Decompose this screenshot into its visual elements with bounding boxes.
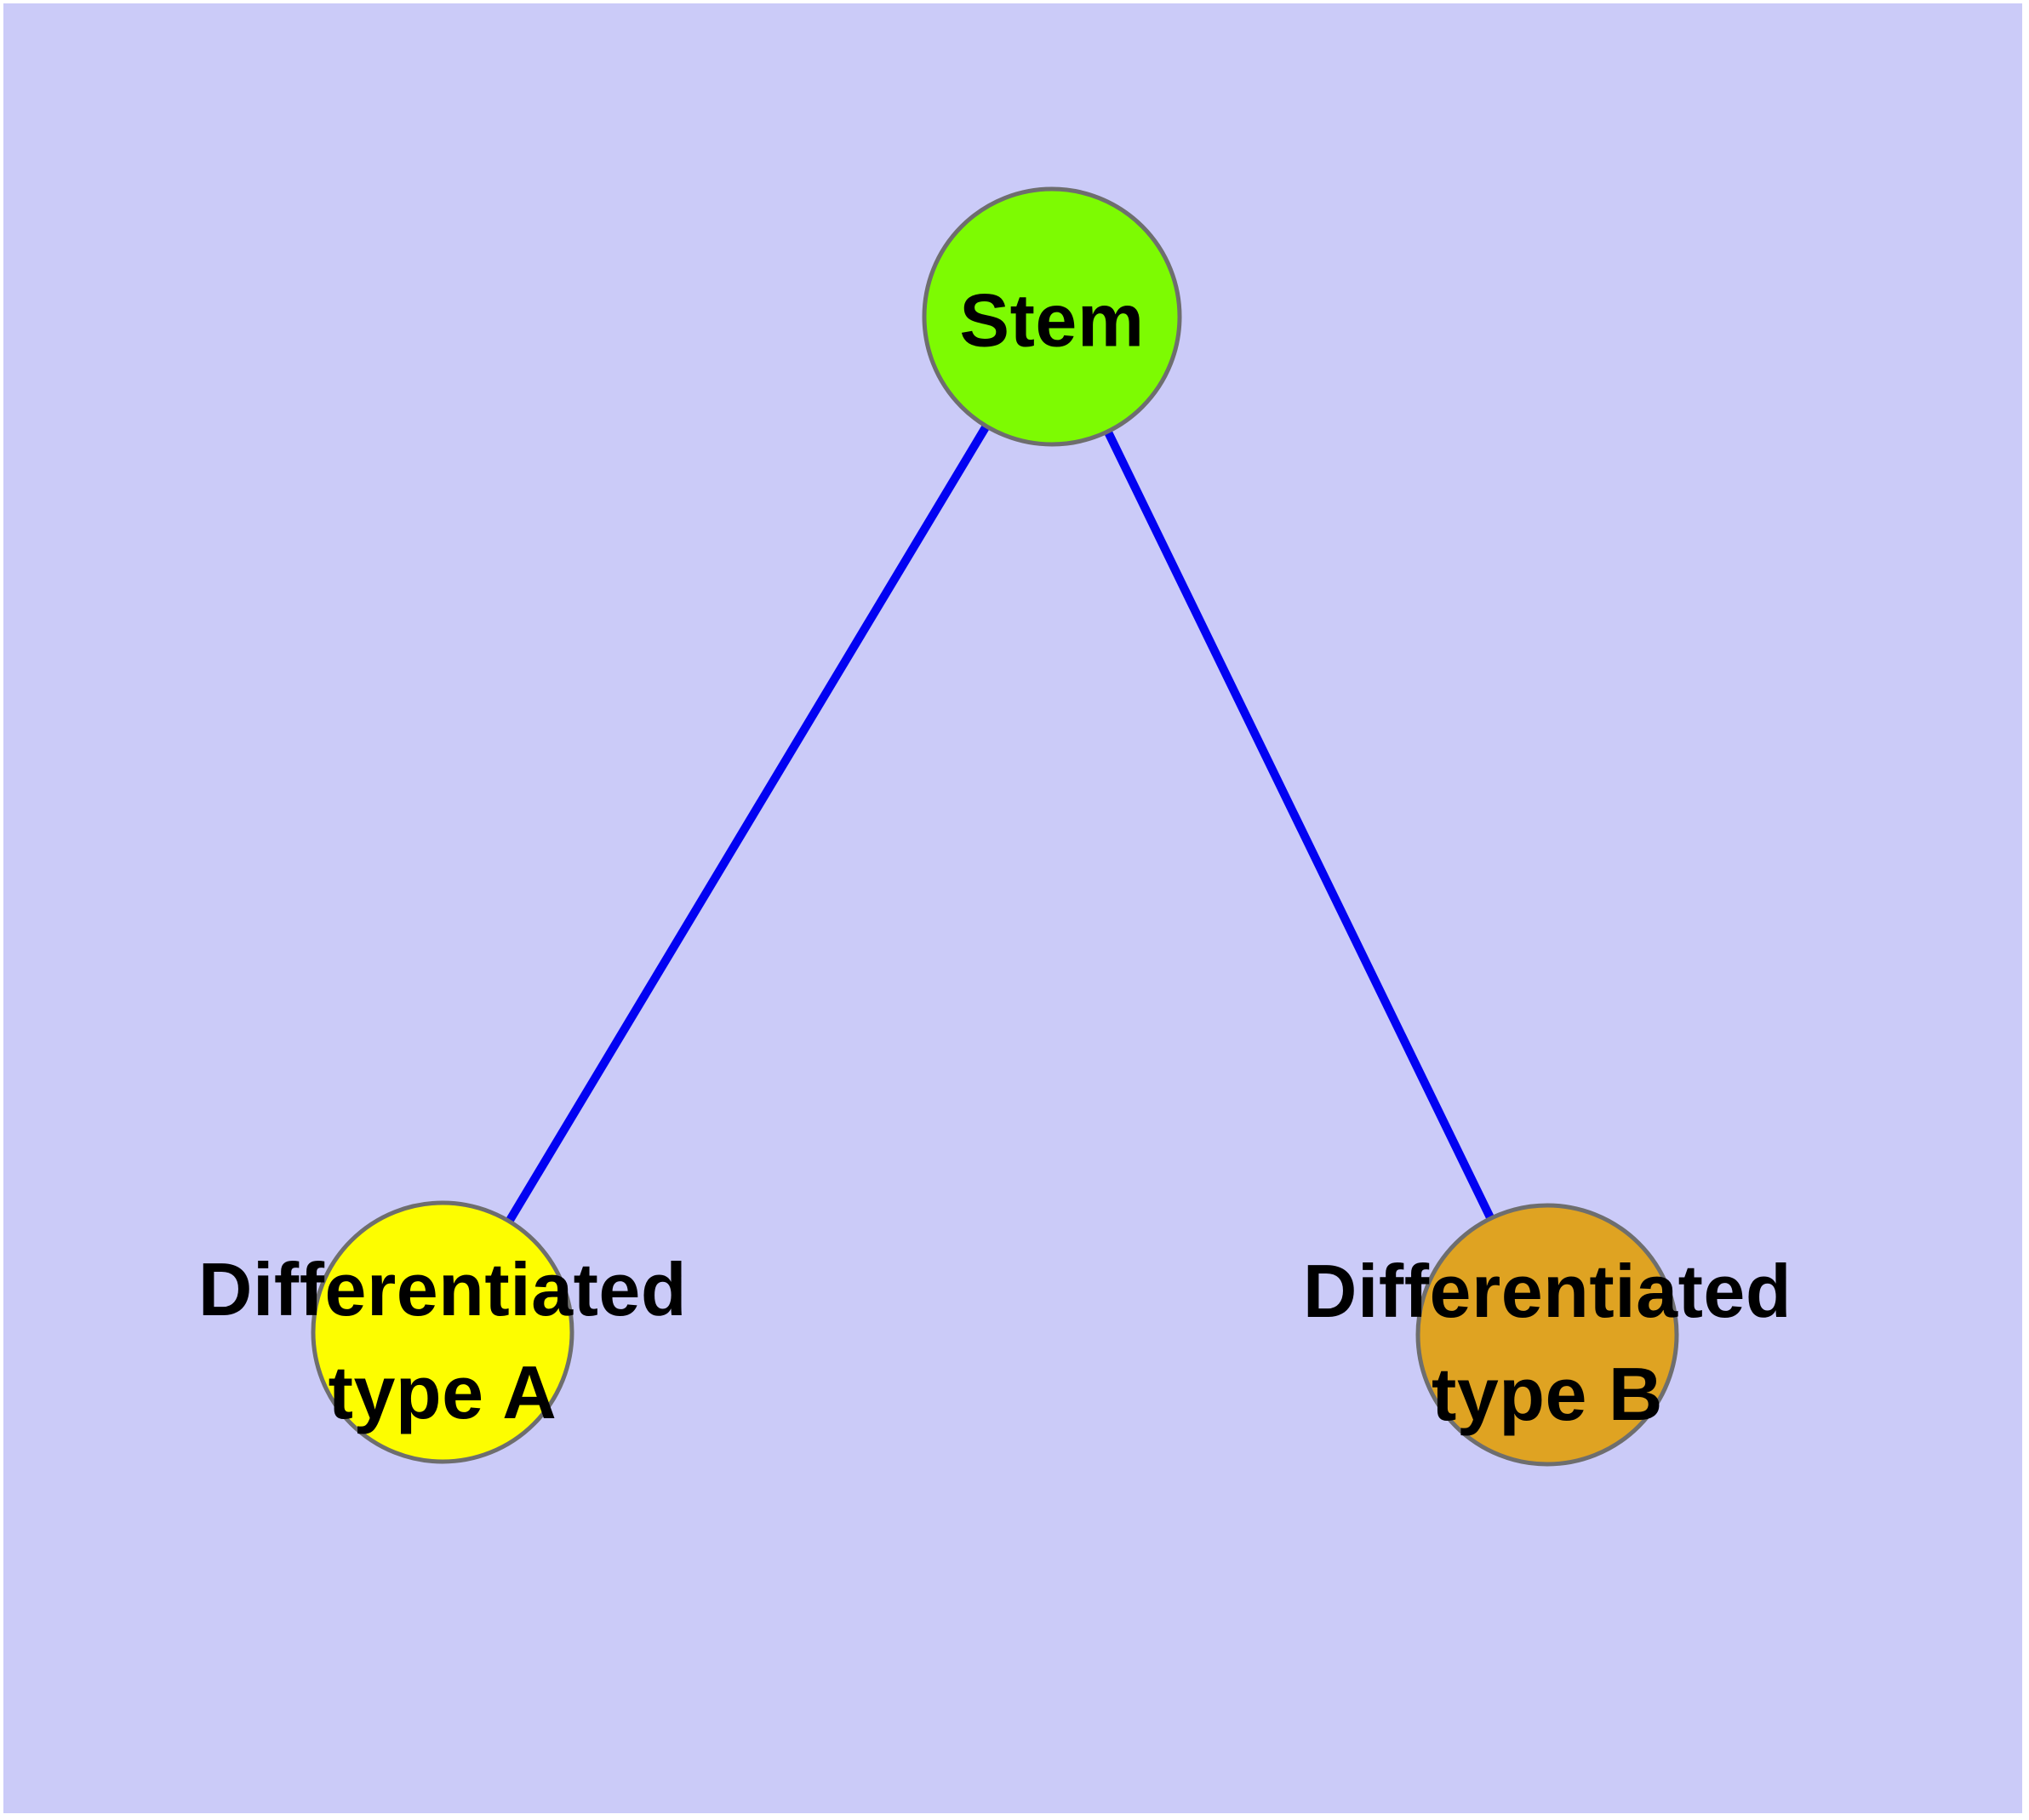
node-type-a-circle — [311, 1200, 574, 1464]
edge-stem-to-type-b — [1048, 314, 1552, 1337]
edge-stem-to-type-a — [438, 314, 1056, 1335]
node-stem-circle — [922, 186, 1182, 447]
node-type-b-circle — [1415, 1203, 1679, 1467]
